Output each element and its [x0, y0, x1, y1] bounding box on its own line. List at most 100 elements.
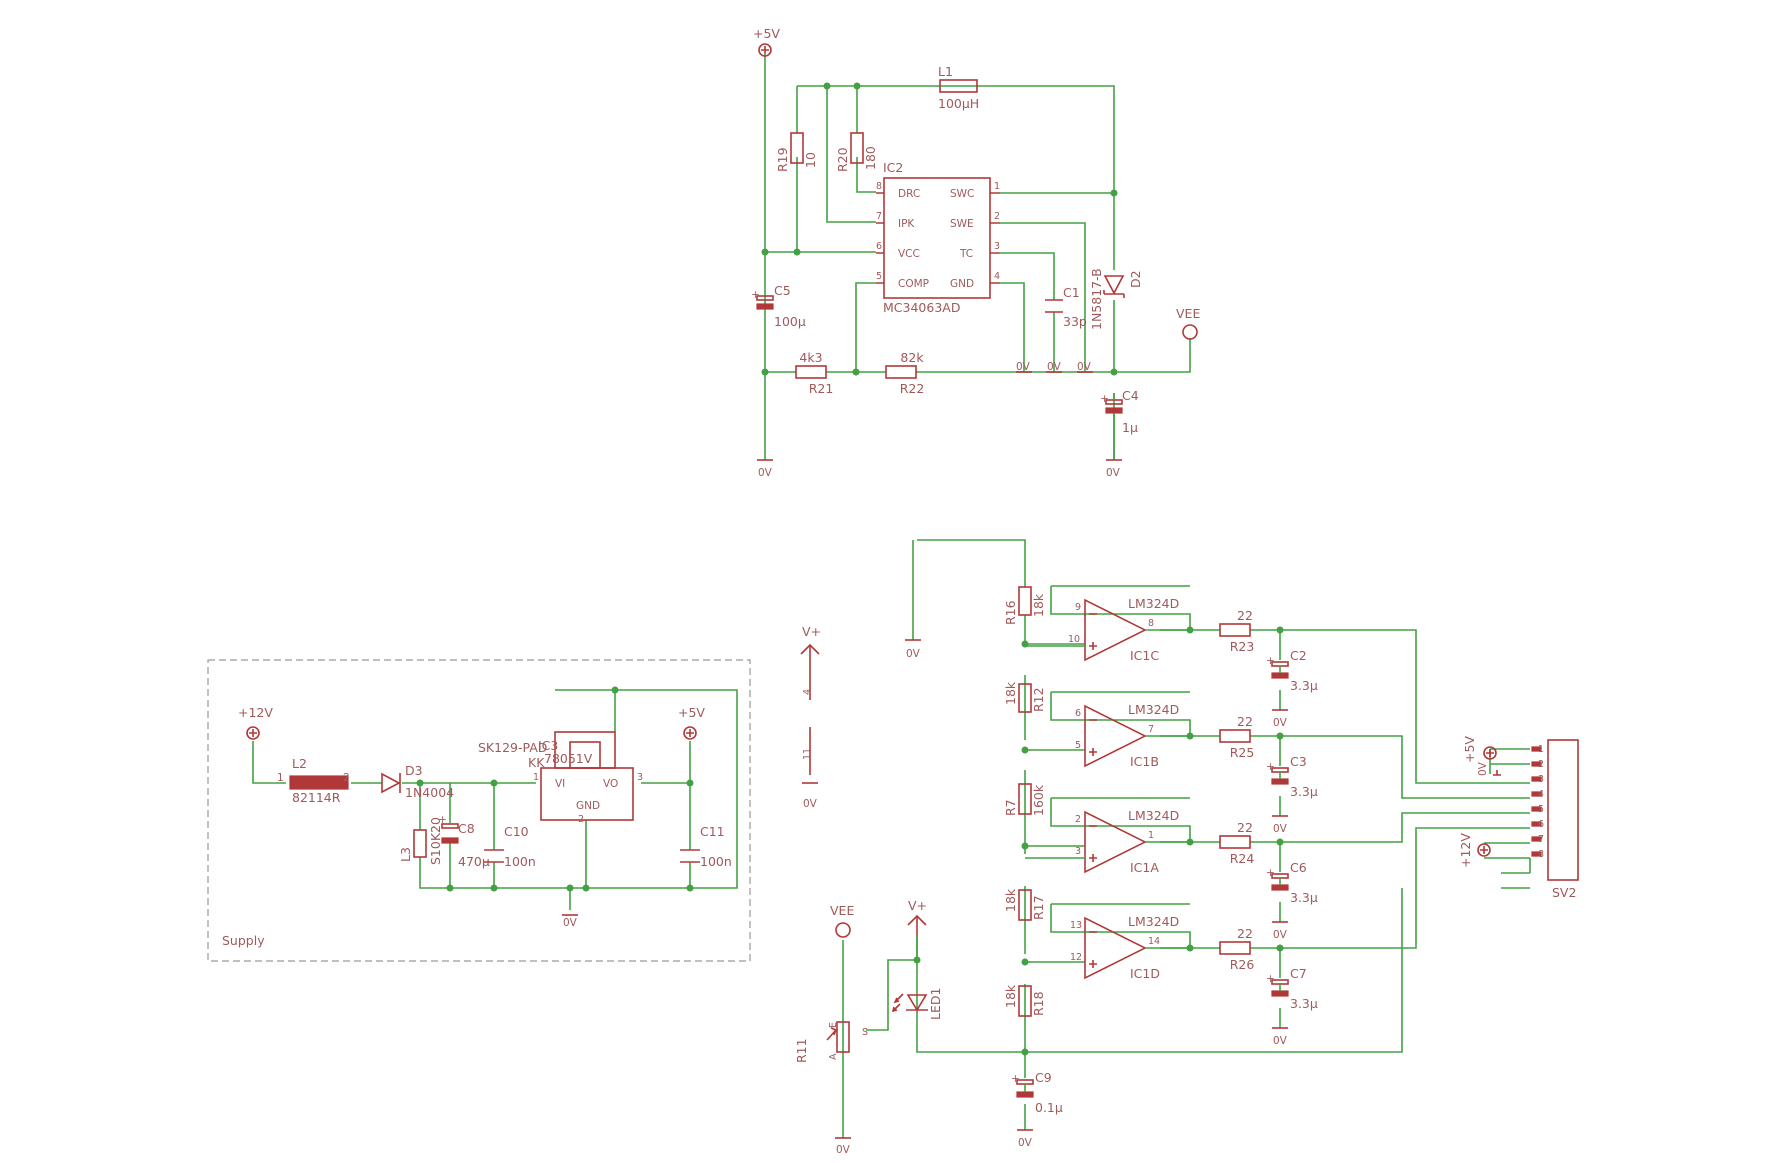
l1-ref: L1	[938, 64, 953, 79]
capacitor-c5: +	[751, 289, 774, 310]
svg-text:3.3µ: 3.3µ	[1290, 890, 1318, 905]
svg-text:3: 3	[1538, 774, 1544, 785]
svg-text:22: 22	[1237, 926, 1253, 941]
resistor-r23	[1219, 623, 1251, 637]
power-symbol-5v-top: +5V	[753, 26, 780, 57]
svg-text:0V: 0V	[1016, 361, 1031, 373]
svg-text:IC1C: IC1C	[1130, 648, 1159, 663]
svg-text:IC1D: IC1D	[1130, 966, 1160, 981]
c5-ref: C5	[774, 283, 791, 298]
svg-text:3: 3	[637, 772, 643, 783]
svg-text:R25: R25	[1230, 745, 1255, 760]
vplus-symbol-left: V+	[800, 624, 821, 664]
r19-value: 10	[803, 152, 818, 168]
resistor-r25	[1219, 729, 1251, 743]
r21-value: 4k3	[799, 350, 822, 365]
ic3-ref: IC3	[538, 738, 558, 753]
svg-text:2: 2	[994, 211, 1000, 222]
svg-text:IC1A: IC1A	[1130, 860, 1159, 875]
svg-text:2: 2	[1538, 759, 1544, 770]
svg-text:14: 14	[1148, 936, 1160, 947]
svg-text:LM324D: LM324D	[1128, 808, 1179, 823]
svg-text:18k: 18k	[1003, 888, 1018, 912]
svg-text:22: 22	[1237, 608, 1253, 623]
vee-symbol-bottom: VEE	[830, 903, 854, 938]
wires	[252, 54, 1531, 1138]
svg-text:3: 3	[994, 241, 1000, 252]
power-symbol-5v-supply: +5V	[678, 705, 705, 740]
svg-text:SWC: SWC	[950, 188, 974, 200]
svg-text:R7: R7	[1003, 799, 1018, 816]
c10-ref: C10	[504, 824, 529, 839]
svg-text:1: 1	[533, 772, 539, 783]
r22-ref: R22	[900, 381, 925, 396]
svg-text:R11: R11	[794, 1038, 809, 1063]
svg-text:0V: 0V	[1273, 929, 1288, 941]
svg-text:LM324D: LM324D	[1128, 914, 1179, 929]
resistor-r16	[1018, 586, 1032, 616]
capacitor-c7: +	[1266, 973, 1289, 997]
c4-ref: C4	[1122, 388, 1139, 403]
svg-text:+: +	[1100, 393, 1109, 405]
svg-text:LM324D: LM324D	[1128, 702, 1179, 717]
svg-text:0V: 0V	[563, 917, 578, 929]
capacitor-c4: +	[1100, 393, 1123, 414]
svg-text:R12: R12	[1031, 687, 1046, 712]
svg-text:1: 1	[994, 181, 1000, 192]
svg-text:R17: R17	[1031, 895, 1046, 920]
svg-text:SV2: SV2	[1552, 885, 1576, 900]
svg-text:+5V: +5V	[753, 26, 780, 41]
svg-text:R26: R26	[1230, 957, 1255, 972]
svg-text:2: 2	[1075, 814, 1081, 825]
svg-text:TC: TC	[959, 248, 973, 260]
resistor-r21	[795, 365, 827, 379]
svg-text:+5V: +5V	[678, 705, 705, 720]
svg-text:LM324D: LM324D	[1128, 596, 1179, 611]
svg-text:+12V: +12V	[238, 705, 273, 720]
svg-text:9: 9	[1075, 602, 1081, 613]
l1-value: 100µH	[938, 96, 979, 111]
svg-text:VCC: VCC	[898, 248, 920, 260]
svg-text:R23: R23	[1230, 639, 1255, 654]
svg-text:VO: VO	[603, 778, 618, 790]
svg-text:5: 5	[1538, 804, 1544, 815]
vplus-symbol-bottom: V+	[907, 898, 927, 935]
svg-text:6: 6	[876, 241, 882, 252]
resistor-r12	[1018, 683, 1032, 713]
resistor-r17	[1018, 889, 1032, 921]
resistor-r26	[1219, 941, 1251, 955]
svg-text:+: +	[751, 289, 760, 301]
d3-ref: D3	[405, 763, 423, 778]
svg-text:C9: C9	[1035, 1070, 1052, 1085]
svg-text:1: 1	[1538, 744, 1544, 755]
svg-text:LED1: LED1	[928, 988, 943, 1020]
power-symbol-5v-connector: +5V	[1462, 736, 1497, 763]
svg-text:18k: 18k	[1031, 593, 1046, 617]
svg-text:0V: 0V	[1273, 1035, 1288, 1047]
capacitor-c9: +	[1011, 1073, 1034, 1098]
opamp-ic1c	[1084, 598, 1147, 662]
svg-text:C2: C2	[1290, 648, 1307, 663]
svg-text:4: 4	[994, 271, 1000, 282]
supply-section: +12V 1 2 L2 82114R D3 1N4004 L3 S10K20 +…	[238, 705, 732, 929]
svg-text:22: 22	[1237, 714, 1253, 729]
svg-text:0V: 0V	[803, 798, 818, 810]
svg-text:7: 7	[1538, 834, 1544, 845]
svg-text:IC1B: IC1B	[1130, 754, 1159, 769]
c8-ref: C8	[458, 821, 475, 836]
heatsink-label2: KK	[528, 755, 545, 770]
opamp-section: V+ 4 11 0V 0V R16 18k 18k R12 R7 160k 18…	[794, 586, 1579, 1156]
ic2-ref: IC2	[883, 160, 903, 175]
d3-value: 1N4004	[405, 785, 454, 800]
svg-text:+12V: +12V	[1458, 833, 1473, 868]
opamp-ic1b	[1084, 704, 1147, 768]
svg-text:GND: GND	[576, 800, 600, 812]
svg-text:13: 13	[1070, 920, 1082, 931]
svg-text:4: 4	[1538, 789, 1544, 800]
svg-text:4: 4	[802, 689, 813, 695]
resistor-r20	[850, 132, 864, 164]
svg-text:+: +	[1011, 1073, 1020, 1085]
vee-symbol-top: VEE	[1176, 306, 1200, 340]
r22-value: 82k	[900, 350, 924, 365]
svg-text:+: +	[1266, 655, 1275, 667]
